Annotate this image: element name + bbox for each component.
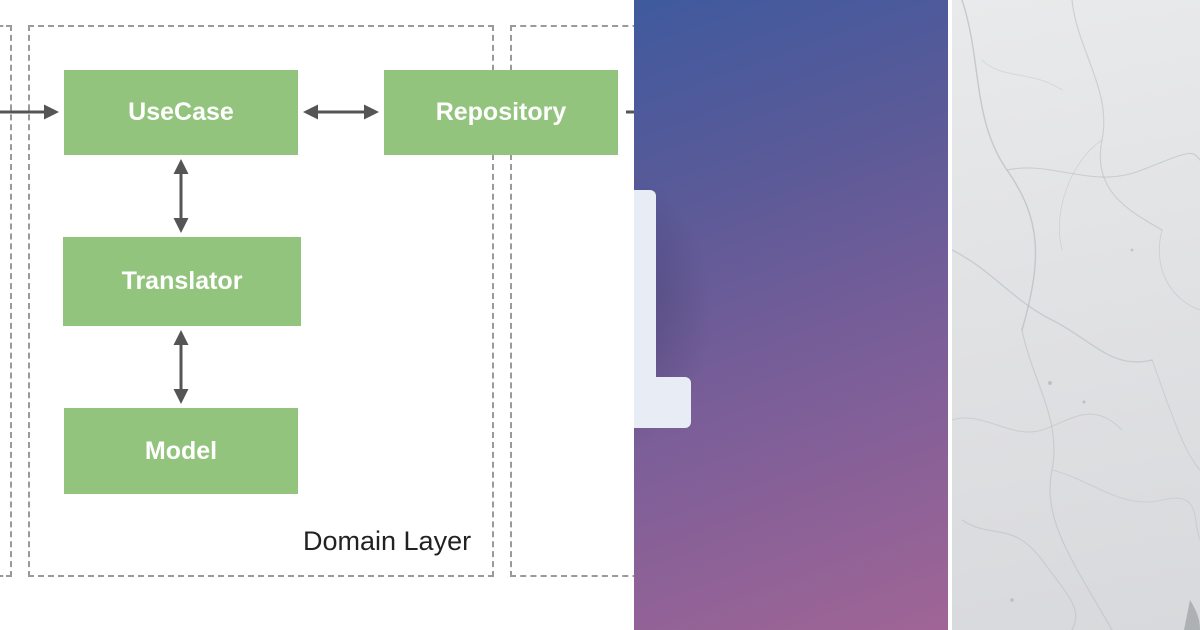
domain-layer-label: Domain Layer	[303, 526, 472, 556]
usecase-node: UseCase	[64, 70, 298, 155]
model-node: Model	[64, 408, 298, 494]
marble-shadow-corner	[1184, 600, 1200, 630]
logo-block-icon	[634, 190, 656, 428]
architecture-diagram: UseCase Repository Translator Model Doma…	[0, 25, 634, 577]
translator-node: Translator	[63, 237, 301, 326]
logo-block-foot-icon	[634, 377, 691, 428]
repository-label: Repository	[435, 98, 567, 126]
model-label: Model	[144, 436, 218, 465]
translator-label: Translator	[121, 267, 243, 295]
marble-texture-panel	[952, 0, 1200, 630]
marble-veins	[952, 0, 1200, 630]
gradient-panel	[634, 0, 948, 630]
repository-node: Repository	[384, 70, 618, 155]
domain-layer-box	[28, 25, 494, 577]
data-layer-box	[510, 25, 634, 577]
panel-divider	[948, 0, 952, 630]
presentation-layer-box	[0, 25, 12, 577]
usecase-label: UseCase	[128, 98, 234, 126]
